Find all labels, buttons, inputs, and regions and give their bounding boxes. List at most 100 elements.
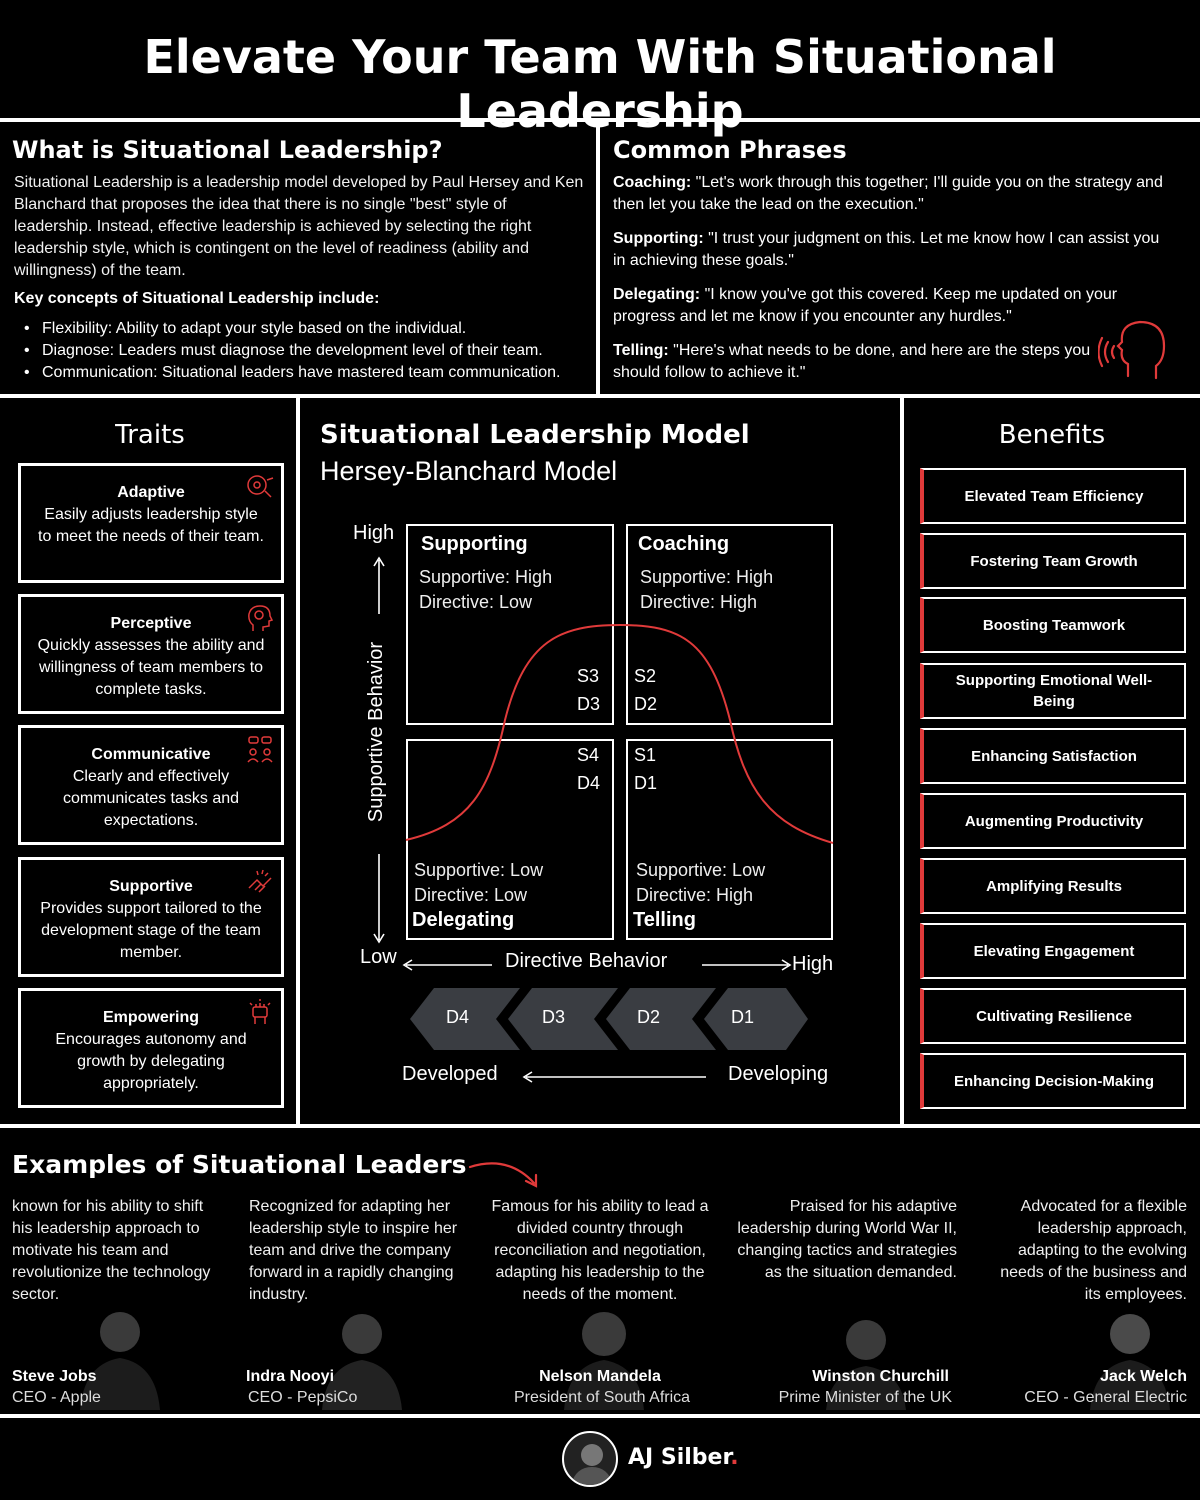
portrait-nelson-mandela: [564, 1312, 644, 1410]
trait-desc: Encourages autonomy and growth by delega…: [55, 1031, 247, 1092]
example-role: CEO - General Electric: [1024, 1389, 1187, 1406]
benefit-item: Cultivating Resilience: [920, 988, 1186, 1044]
quadrant-label: Delegating: [412, 909, 515, 931]
benefit-item: Elevating Engagement: [920, 923, 1186, 979]
arrow-left-icon: [402, 959, 492, 971]
people-chat-icon: [247, 736, 273, 763]
phrase-label: Coaching:: [613, 174, 692, 191]
trait-desc: Provides support tailored to the develop…: [40, 900, 262, 961]
benefit-item: Elevated Team Efficiency: [920, 468, 1186, 524]
dev-code: D4: [577, 773, 601, 793]
trait-name: Adaptive: [117, 484, 185, 501]
y-high-label: High: [353, 522, 395, 544]
x-axis-label: Directive Behavior: [505, 950, 668, 972]
model-subheading: Hersey-Blanchard Model: [320, 456, 618, 486]
level-d3: D3: [542, 1007, 566, 1027]
divider: [0, 1414, 1200, 1418]
trait-name: Perceptive: [110, 615, 192, 632]
dev-code: D3: [577, 694, 601, 714]
divider: [0, 394, 1200, 398]
divider: [296, 394, 300, 1126]
style-code: S1: [634, 745, 657, 765]
phrases-list: Coaching: "Let's work through this toget…: [613, 172, 1173, 396]
y-low-label: Low: [360, 946, 397, 968]
quadrant-line: Supportive: Low: [414, 860, 544, 880]
brand-text: AJ Silber: [628, 1445, 731, 1470]
benefit-item: Enhancing Decision-Making: [920, 1053, 1186, 1109]
trait-communicative: Communicative Clearly and effectively co…: [18, 725, 284, 845]
quadrant-line: Supportive: High: [419, 567, 553, 587]
trait-desc: Quickly assesses the ability and willing…: [37, 637, 265, 698]
benefit-item: Boosting Teamwork: [920, 597, 1186, 653]
divider: [0, 118, 1200, 122]
trait-name: Empowering: [102, 1009, 199, 1026]
divider: [900, 394, 904, 1126]
example-desc: Advocated for a flexible leadership appr…: [1000, 1198, 1187, 1303]
portrait-steve-jobs: [80, 1312, 160, 1410]
developing-label: Developing: [728, 1063, 829, 1085]
trait-name: Supportive: [109, 878, 193, 895]
trait-empowering: Empowering Encourages autonomy and growt…: [18, 988, 284, 1108]
benefit-item: Augmenting Productivity: [920, 793, 1186, 849]
benefit-item: Enhancing Satisfaction: [920, 728, 1186, 784]
trait-adaptive: Adaptive Easily adjusts leadership style…: [18, 463, 284, 583]
example-desc: known for his ability to shift his leade…: [12, 1198, 211, 1303]
brand-name: AJ Silber.: [628, 1445, 739, 1470]
arrow-left-icon: [522, 1071, 706, 1083]
level-d1: D1: [731, 1007, 755, 1027]
concept-item: Communication: Situational leaders have …: [14, 362, 596, 384]
traits-heading: Traits: [115, 420, 185, 450]
quadrant-line: Directive: Low: [419, 592, 533, 612]
dev-code: D1: [634, 773, 658, 793]
quadrant-line: Directive: Low: [414, 885, 528, 905]
quadrant-line: Directive: High: [636, 885, 754, 905]
example-role: CEO - Apple: [12, 1389, 101, 1406]
style-code: S4: [577, 745, 600, 765]
phrases-heading: Common Phrases: [613, 136, 847, 164]
phrase-label: Telling:: [613, 342, 669, 359]
trait-desc: Easily adjusts leadership style to meet …: [38, 506, 264, 545]
quadrant-label: Telling: [633, 909, 696, 931]
example-role: CEO - PepsiCo: [248, 1389, 358, 1406]
phrase-text: "Here's what needs to be done, and here …: [613, 342, 1091, 381]
examples-heading: Examples of Situational Leaders: [12, 1150, 467, 1179]
example-role: Prime Minister of the UK: [778, 1389, 952, 1406]
example-name: Winston Churchill: [812, 1368, 949, 1385]
page-title: Elevate Your Team With Situational Leade…: [143, 30, 1057, 138]
y-axis-label: Supportive Behavior: [365, 641, 387, 823]
quadrant-line: Supportive: High: [640, 567, 774, 587]
brand-dot: .: [730, 1445, 739, 1470]
quadrant-label: Coaching: [638, 533, 730, 555]
curved-arrow-icon: [468, 1162, 538, 1188]
portrait-jack-welch: [1090, 1314, 1170, 1410]
arrow-right-icon: [702, 959, 792, 971]
trait-name: Communicative: [91, 746, 211, 763]
trait-desc: Clearly and effectively communicates tas…: [62, 768, 240, 829]
concepts-heading: Key concepts of Situational Leadership i…: [14, 290, 380, 307]
example-name: Indra Nooyi: [246, 1368, 335, 1385]
model-heading: Situational Leadership Model: [320, 420, 750, 450]
concept-item: Flexibility: Ability to adapt your style…: [14, 318, 596, 340]
example-name: Nelson Mandela: [539, 1368, 661, 1385]
arrow-down-icon: [373, 854, 385, 944]
example-name: Steve Jobs: [12, 1368, 97, 1385]
arrow-up-icon: [373, 556, 385, 614]
portrait-winston-churchill: [826, 1320, 906, 1410]
phrase-text: "I trust your judgment on this. Let me k…: [613, 230, 1160, 269]
divider: [0, 1124, 1200, 1128]
quadrant-line: Supportive: Low: [636, 860, 766, 880]
handshake-icon: [248, 869, 272, 893]
quadrant-line: Directive: High: [640, 592, 758, 612]
what-heading: What is Situational Leadership?: [12, 136, 443, 164]
level-d2: D2: [637, 1007, 661, 1027]
developed-label: Developed: [402, 1063, 498, 1085]
example-desc: Recognized for adapting her leadership s…: [249, 1198, 458, 1303]
example-desc: Famous for his ability to lead a divided…: [491, 1198, 709, 1303]
